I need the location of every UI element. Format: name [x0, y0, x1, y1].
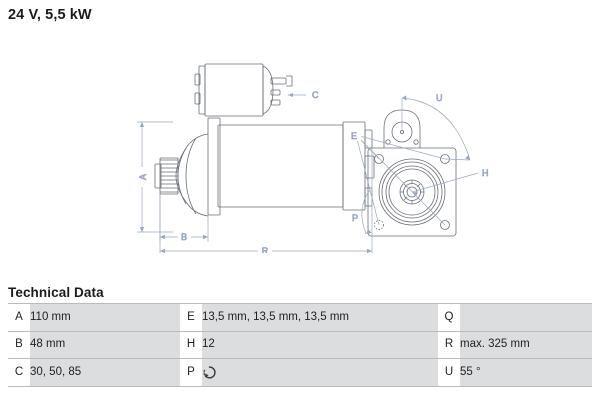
callout-label-U: U: [436, 93, 443, 103]
dimension-label-A: A: [138, 174, 148, 180]
drive-end-housing: [175, 133, 209, 217]
spec-value-p: [202, 358, 438, 387]
product-technical-drawing: A B R: [0, 38, 600, 253]
spec-key-h: H: [180, 330, 202, 359]
callout-label-C: C: [312, 90, 319, 100]
spec-value-h: 12: [202, 330, 438, 359]
dimension-R: R: [159, 148, 373, 253]
spec-key-b: B: [8, 330, 30, 359]
spec-value-q: [460, 303, 592, 332]
callout-label-H: H: [482, 168, 489, 178]
technical-data-table: A 110 mm E 13,5 mm, 13,5 mm, 13,5 mm Q B…: [8, 303, 592, 387]
callout-U: U: [401, 93, 471, 161]
dimension-B: B: [159, 194, 209, 242]
callout-H: H: [411, 168, 489, 197]
section-heading-technical-data: Technical Data: [8, 285, 104, 300]
callout-E: E: [348, 128, 446, 226]
spec-value-a: 110 mm: [30, 303, 180, 332]
callout-C: C: [288, 90, 319, 100]
spec-key-q: Q: [438, 303, 460, 332]
callout-label-P: P: [352, 213, 358, 223]
spec-value-b: 48 mm: [30, 330, 180, 359]
spec-value-e: 13,5 mm, 13,5 mm, 13,5 mm: [202, 303, 438, 332]
spec-value-u: 55 °: [460, 358, 592, 387]
technical-drawing-svg: A B R: [136, 63, 489, 253]
pinion-gear: [154, 157, 179, 195]
spec-key-a: A: [8, 303, 30, 332]
spec-key-p: P: [180, 358, 202, 387]
rotation-clockwise-icon: [202, 365, 217, 380]
spec-value-r: max. 325 mm: [460, 330, 592, 359]
spec-key-r: R: [438, 330, 460, 359]
table-row: C 30, 50, 85 P U 55 °: [8, 358, 592, 387]
flange-face-view: [367, 109, 457, 237]
solenoid-body: [194, 63, 293, 117]
spec-key-c: C: [8, 358, 30, 387]
page-title: 24 V, 5,5 kW: [8, 7, 92, 23]
table-row: B 48 mm H 12 R max. 325 mm: [8, 330, 592, 359]
dimension-label-R: R: [262, 246, 269, 253]
callout-label-E: E: [351, 131, 357, 141]
table-row: A 110 mm E 13,5 mm, 13,5 mm, 13,5 mm Q: [8, 303, 592, 332]
dimension-A: A: [136, 121, 173, 233]
spec-value-c: 30, 50, 85: [30, 358, 180, 387]
spec-key-u: U: [438, 358, 460, 387]
dimension-label-B: B: [181, 232, 187, 242]
callout-P: P: [352, 189, 372, 235]
spec-key-e: E: [180, 303, 202, 332]
